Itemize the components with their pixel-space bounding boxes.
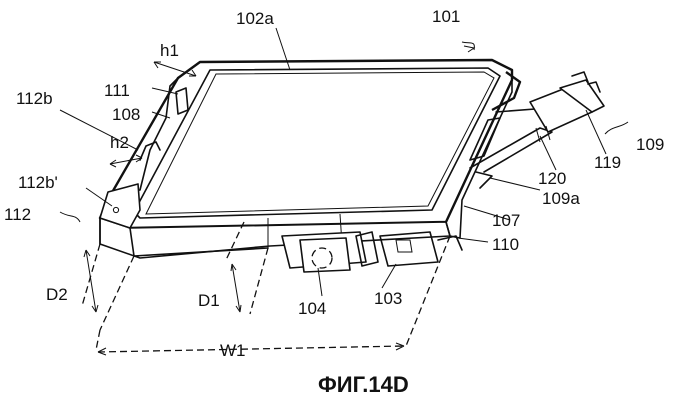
leader-103 [382,264,396,288]
label-d2: D2 [46,285,68,304]
leader-109 [605,122,628,134]
label-112b-prime: 112b' [18,173,58,192]
label-h1: h1 [160,41,179,60]
w1-ext-l [96,330,100,350]
leader-102a [276,28,290,70]
leader-109a [490,178,540,190]
label-109: 109 [636,135,664,154]
handle-109 [470,72,604,188]
d2-dim [86,250,96,312]
label-102a: 102a [236,9,274,28]
leader-112 [60,212,80,222]
label-108: 108 [112,105,140,124]
label-103: 103 [374,289,402,308]
leader-111 [152,88,178,94]
cartridge-body [100,60,512,258]
leader-110 [458,238,488,242]
w1-ext-r [406,236,450,346]
leader-120 [540,136,556,170]
label-112b: 112b [16,89,53,108]
label-d1: D1 [198,291,220,310]
lever-111 [176,88,188,114]
label-109a: 109a [542,189,580,208]
label-119: 119 [594,153,621,172]
hinge-109a [476,172,492,188]
d2-ext-2 [100,256,134,330]
label-120: 120 [538,169,566,188]
d1-arrow-t [231,264,236,271]
leader-119 [586,110,606,154]
w1-dim [98,346,404,352]
label-112: 112 [4,205,31,224]
leader-101-arrow [464,46,474,52]
leader-104 [318,268,322,296]
label-w1: W1 [220,341,246,360]
d1-ext-2 [250,248,268,314]
label-107: 107 [492,211,520,230]
d1-dim [232,264,240,312]
label-111: 111 [104,81,130,100]
label-h2: h2 [110,133,129,152]
label-110: 110 [492,235,519,254]
top-panel [134,68,500,218]
contact-pad [396,240,412,252]
d1-arrow-b [236,305,241,312]
label-101: 101 [432,7,460,26]
label-104: 104 [298,299,326,318]
figure-caption: ФИГ.14D [318,372,409,397]
top-face-outline [100,60,512,228]
